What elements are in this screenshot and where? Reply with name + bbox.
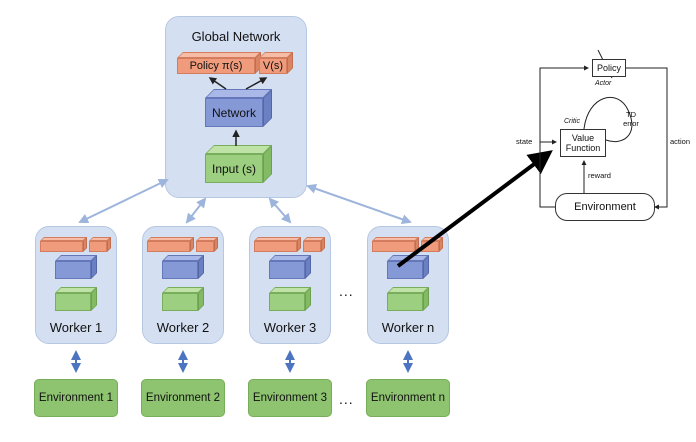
sync-arrow [78, 178, 169, 224]
environment-box: Environment 1 [34, 379, 118, 417]
global-network-title: Global Network [191, 29, 281, 44]
worker-label: Worker n [381, 320, 435, 335]
sync-arrow [185, 197, 207, 224]
value-function-node: Value Function [560, 129, 606, 157]
worker-label: Worker 3 [263, 320, 317, 335]
state-line [539, 65, 589, 208]
value-output-label: V(s) [262, 60, 284, 72]
sync-arrow [306, 183, 412, 225]
workers-ellipsis: ... [339, 283, 354, 299]
action-line [625, 67, 668, 210]
network-label: Network [211, 105, 256, 120]
actor-label: Actor [595, 80, 612, 87]
policy-node: Policy [592, 59, 626, 77]
environments-ellipsis: ... [339, 391, 354, 407]
arrow-network-to-value [245, 77, 268, 90]
action-label: action [670, 137, 691, 146]
policy-output-label: Policy π(s) [189, 60, 243, 72]
environment-box: Environment 2 [141, 379, 225, 417]
critic-label: Critic [564, 118, 580, 125]
arrow-network-to-policy [208, 77, 227, 90]
environment-box: Environment 3 [248, 379, 332, 417]
zoom-pointer-arrow [396, 150, 553, 268]
reward-label: reward [588, 171, 611, 180]
worker-label: Worker 2 [156, 320, 210, 335]
td-error-label: TD error [623, 110, 639, 128]
sync-arrow [268, 197, 292, 224]
worker-label: Worker 1 [49, 320, 103, 335]
input-label: Input (s) [211, 161, 256, 176]
environment-node: Environment [555, 193, 655, 221]
state-label: state [516, 137, 533, 146]
environment-box: Environment n [366, 379, 450, 417]
td-error-curve [583, 96, 633, 143]
